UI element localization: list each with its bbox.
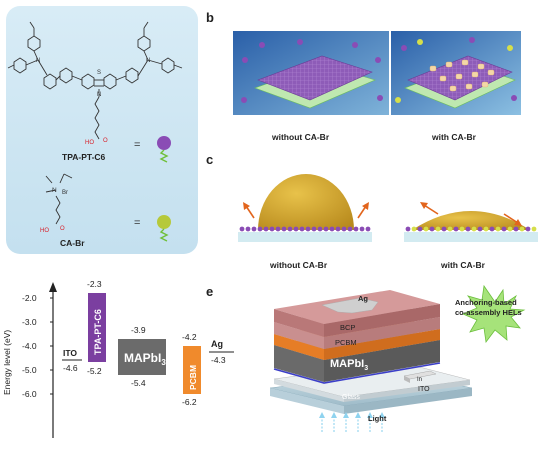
ag-side: [324, 304, 440, 337]
layer-label-in: In: [417, 377, 422, 383]
ag-name: Ag: [211, 339, 223, 349]
ag-value: -4.3: [211, 355, 226, 365]
pcbm-side: [324, 329, 440, 360]
mapbi-name: MAPbI: [124, 351, 161, 365]
mapbi-bar: [118, 339, 166, 375]
panel-c-right-caption: with CA-Br: [440, 260, 486, 270]
layer-label-mapbi-subscript: 3: [364, 365, 368, 372]
tpa-s-core: S: [97, 70, 101, 76]
molecule-panel-background: [6, 6, 198, 254]
ca-n: N: [52, 187, 57, 194]
ca-ho: HO: [40, 228, 49, 234]
ag-front: [274, 309, 324, 337]
layer-labels: Ag BCP PCBM MAPbI3 In ITO Glass: [330, 294, 430, 401]
bcp-front: [274, 322, 324, 349]
device-stack: Ag BCP PCBM MAPbI3 In ITO Glass Light: [269, 290, 473, 432]
tpa-n-core: N: [97, 92, 101, 98]
pcbm-top-value: -4.2: [182, 332, 197, 342]
tpa-pt-c6-structure: [7, 21, 183, 140]
tpa-bar-label: TPA-PT-C6: [93, 309, 103, 355]
mapbi-front: [274, 345, 324, 382]
tpa-equals: =: [134, 139, 140, 151]
layer-label-mapbi: MAPbI3: [330, 358, 368, 372]
light-arrows: [319, 412, 385, 432]
pcbm-bottom-value: -6.2: [182, 397, 197, 407]
energy-level-diagram: Energy level (eV) -2.0 -3.0 -4.0 -5.0 -6…: [2, 279, 234, 438]
callout-line-1: Anchoring-based: [455, 298, 517, 307]
layer-label-mapbi-name: MAPbI: [330, 358, 364, 370]
ca-lollipop-icon: [157, 215, 171, 242]
panel-b-left-scene: [233, 31, 389, 115]
mapbi-top-value: -3.9: [131, 325, 146, 335]
callout-line-2: co-assembly HELs: [455, 308, 522, 317]
mapbi-subscript: 3: [161, 358, 166, 367]
in-contact-front: [404, 376, 410, 383]
tpa-bottom-value: -5.2: [87, 366, 102, 376]
tpa-n-left: N: [36, 58, 40, 64]
tick-label-4: -5.0: [22, 365, 37, 375]
tick-label-2: -3.0: [22, 317, 37, 327]
panel-c-right-droplet: [404, 202, 538, 242]
tpa-top-value: -2.3: [87, 279, 102, 289]
ito-value: -4.6: [63, 363, 78, 373]
layer-label-ag: Ag: [358, 294, 368, 303]
pcbm-front: [274, 334, 324, 360]
pcbm-bar-label: PCBM: [188, 365, 198, 390]
molecule-panel: N N N S HO O TPA-PT-C6 = N Br HO O CA-B: [6, 6, 198, 254]
glass-side: [344, 388, 472, 414]
tpa-atom-labels: N N N S HO O: [36, 58, 150, 146]
panel-b-right-caption: with CA-Br: [431, 132, 477, 142]
tpa-ho: HO: [85, 140, 94, 146]
panel-letter-b: b: [206, 10, 214, 25]
mapbi-bottom-value: -5.4: [131, 378, 146, 388]
tpa-n-right: N: [146, 58, 150, 64]
panel-c-left-dome: [258, 174, 354, 230]
tpa-lollipop-icon: [157, 136, 171, 163]
ca-label: CA-Br: [60, 238, 85, 248]
mapbi-bar-label: MAPbI3: [124, 351, 166, 367]
layer-label-bcp: BCP: [340, 323, 355, 332]
ca-equals: =: [134, 217, 140, 229]
tpa-o: O: [103, 138, 108, 144]
energy-axis-label: Energy level (eV): [2, 330, 12, 395]
ito-side: [344, 380, 470, 402]
panel-c-left-caption: without CA-Br: [269, 260, 328, 270]
ito-front: [274, 379, 344, 402]
panel-letter-c: c: [206, 152, 213, 167]
light-label: Light: [368, 414, 387, 423]
ca-atom-labels: N Br HO O: [40, 187, 68, 234]
layer-label-glass: Glass: [342, 394, 360, 401]
glass-front: [270, 388, 344, 414]
energy-axis-arrow: [49, 282, 57, 292]
hel-layer: [273, 362, 441, 384]
energy-ticks: -2.0 -3.0 -4.0 -5.0 -6.0: [22, 293, 53, 399]
ca-br-structure: [45, 173, 73, 225]
tpa-label: TPA-PT-C6: [62, 152, 106, 162]
ito-name: ITO: [63, 348, 77, 358]
mapbi-side: [324, 340, 440, 382]
panel-c-right-substrate: [404, 232, 538, 242]
tick-label-1: -2.0: [22, 293, 37, 303]
panel-c-right-dome: [412, 211, 530, 230]
anchoring-callout: Anchoring-based co-assembly HELs: [455, 284, 526, 344]
panel-c-left-substrate: [238, 232, 372, 242]
bcp-side: [324, 317, 440, 349]
ca-br: Br: [62, 190, 68, 196]
tick-label-5: -6.0: [22, 389, 37, 399]
layer-label-ito: ITO: [418, 386, 430, 393]
ca-o: O: [60, 226, 65, 232]
tpa-bar: [88, 293, 106, 362]
layer-label-pcbm: PCBM: [335, 338, 357, 347]
pcbm-bar: [183, 346, 201, 394]
panel-b-right-scene: [391, 31, 521, 115]
panel-c-left-droplet: [238, 174, 372, 242]
panel-b-left-caption: without CA-Br: [271, 132, 330, 142]
ag-electrode-shape: [321, 297, 379, 314]
tick-label-3: -4.0: [22, 341, 37, 351]
callout-burst: [461, 284, 526, 344]
panel-letter-e: e: [206, 284, 213, 299]
